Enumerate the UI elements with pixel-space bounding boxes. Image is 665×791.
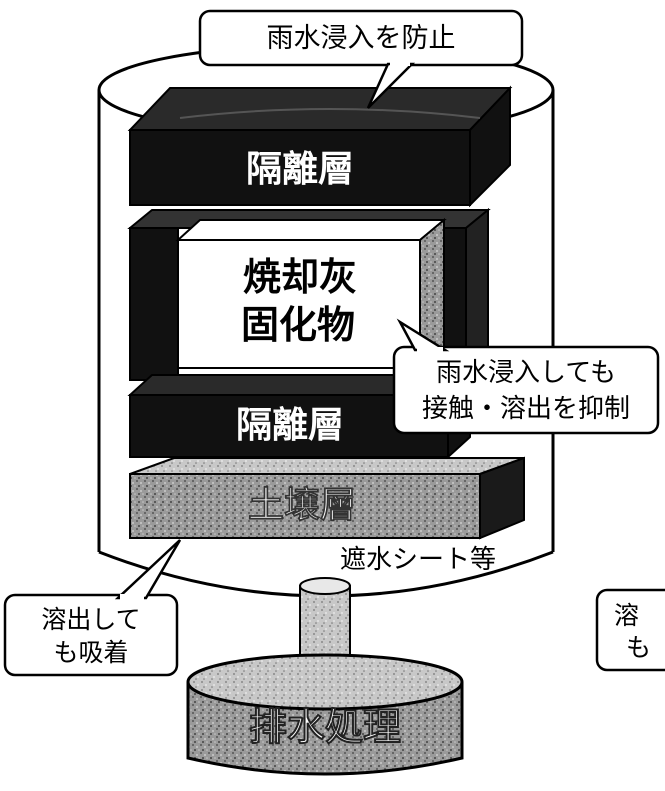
label-cut-line2: も	[626, 633, 651, 662]
label-contact-line2: 接触・溶出を抑制	[422, 394, 630, 424]
label-ash-line1: 焼却灰	[243, 255, 357, 299]
label-adsorb-line2: も吸着	[53, 638, 128, 667]
label-sheet: 遮水シート等	[340, 545, 496, 575]
label-prevent-rain: 雨水浸入を防止	[267, 23, 456, 54]
callout-contact	[392, 318, 660, 435]
separation-layer-top	[127, 85, 513, 208]
callout-prevent-rain	[198, 9, 524, 109]
ash-block	[175, 217, 447, 371]
label-contact-line1: 雨水浸入しても	[436, 358, 616, 388]
label-separation-bottom: 隔離層	[236, 405, 344, 446]
label-adsorb-line1: 溶出して	[41, 605, 140, 634]
label-separation-top: 隔離層	[246, 149, 354, 190]
label-ash-line2: 固化物	[241, 303, 355, 347]
callout-adsorb	[3, 539, 182, 677]
drainage-tank	[186, 653, 464, 776]
label-soil: 土壌層	[248, 485, 356, 526]
soil-layer	[129, 456, 525, 540]
label-drainage: 排水処理	[249, 705, 401, 749]
label-cut-line1: 溶	[614, 601, 639, 630]
callout-cut-right	[595, 588, 665, 672]
